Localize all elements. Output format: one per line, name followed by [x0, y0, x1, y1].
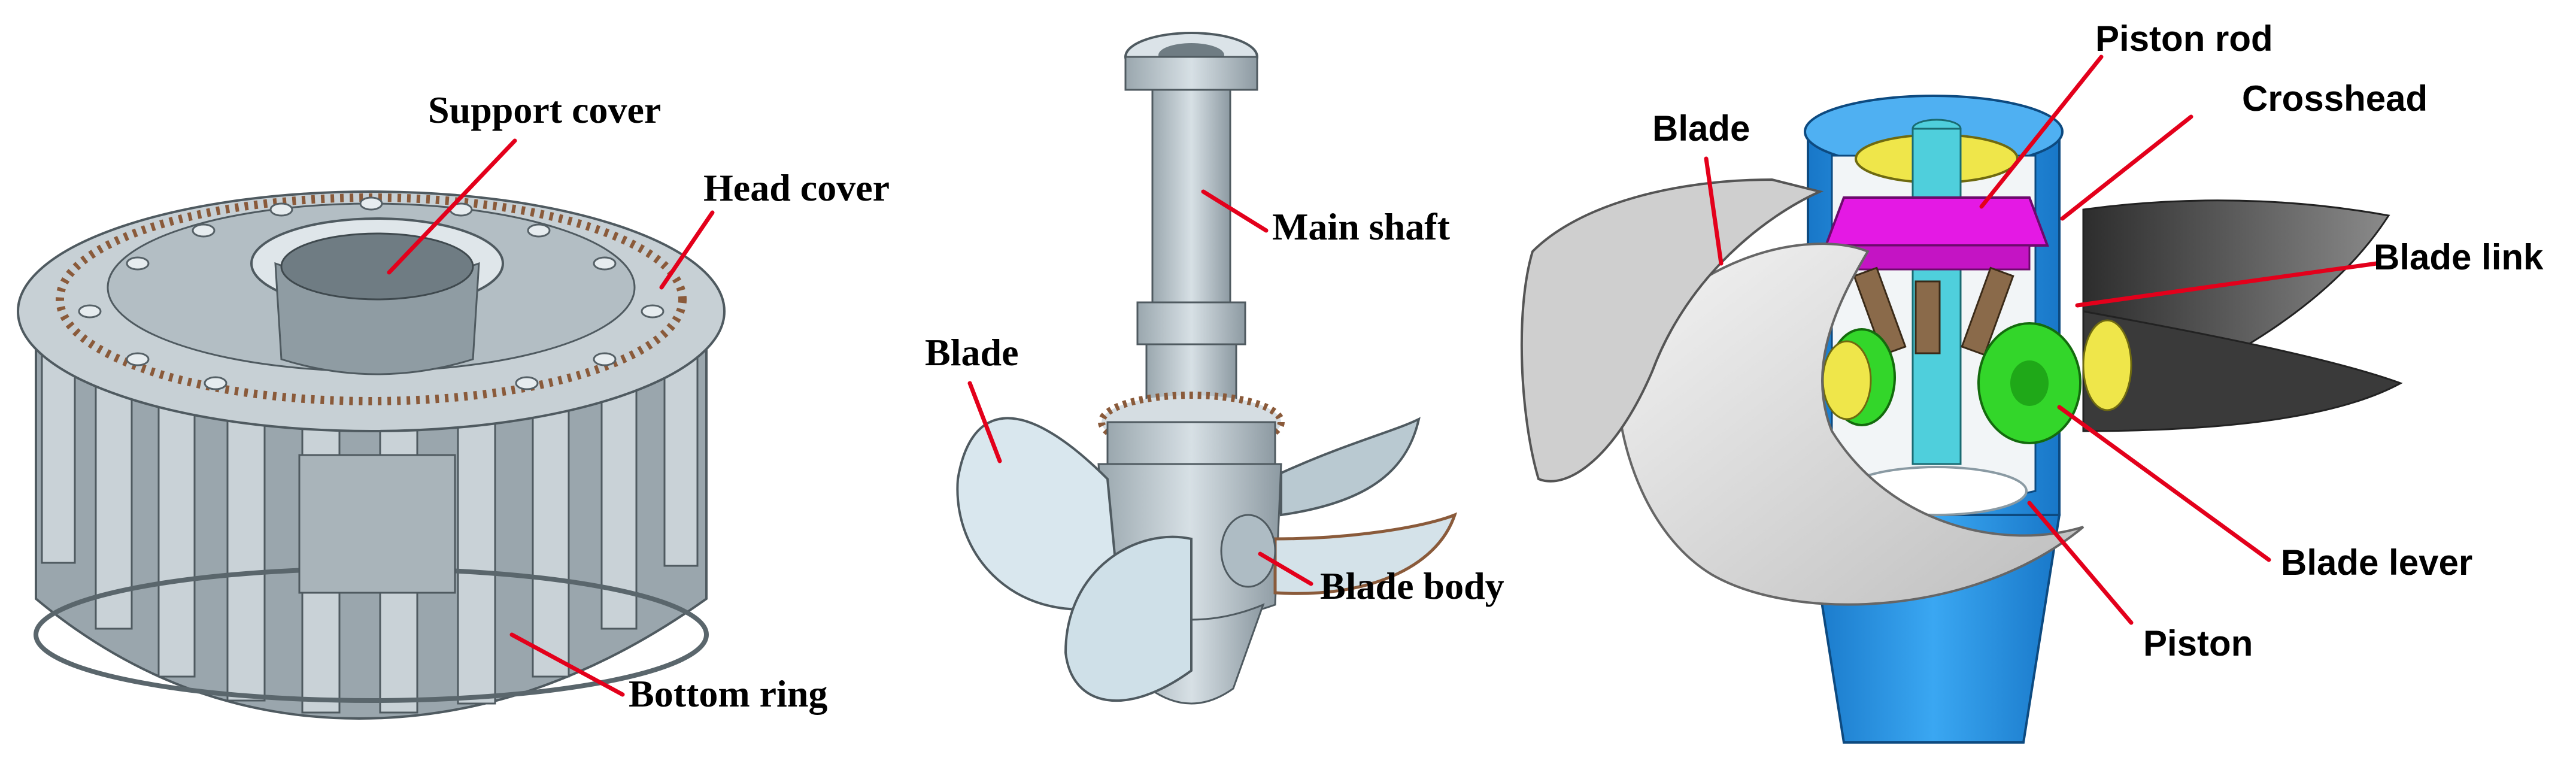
label-blade-lever: Blade lever [2281, 542, 2472, 583]
label-bottom-ring: Bottom ring [629, 672, 827, 715]
middle-blade-right-top [1280, 417, 1421, 517]
leader-blade-body [1258, 551, 1313, 586]
leader-support-cover [387, 138, 517, 275]
leader-blade-right [1704, 156, 1724, 266]
label-blade-middle: Blade [925, 331, 1018, 374]
blade-lever-far-right [2082, 319, 2132, 411]
leader-blade-middle [967, 381, 1002, 463]
left-assembly [17, 190, 726, 720]
leader-blade-lever [2057, 405, 2271, 562]
crosshead-ring [1846, 244, 2031, 271]
label-blade-body: Blade body [1320, 565, 1504, 607]
label-blade-right: Blade [1652, 108, 1750, 148]
leader-crosshead [2060, 114, 2193, 221]
blade-links [1853, 266, 2014, 356]
leader-lines [387, 54, 2379, 697]
label-main-shaft: Main shaft [1272, 205, 1451, 248]
central-hub [298, 454, 456, 594]
label-blade-link: Blade link [2374, 237, 2544, 277]
crosshead-plate [1824, 196, 2049, 247]
blade-boss [1220, 514, 1276, 588]
middle-blade-front [1064, 535, 1193, 702]
shaft-flange-side [1124, 56, 1258, 91]
middle-blade-left [956, 417, 1121, 611]
right-blade-dark-lower [2082, 310, 2403, 432]
leader-head-cover [659, 210, 715, 290]
stay-vanes [41, 334, 699, 714]
middle-blade-right-low [1273, 512, 1458, 595]
shaft-collar [1136, 301, 1246, 345]
label-head-cover: Head cover [703, 166, 890, 209]
label-support-cover: Support cover [428, 89, 661, 131]
support-cover-opening [280, 232, 474, 301]
right-blade-front [1615, 242, 2085, 606]
label-piston: Piston [2143, 623, 2253, 663]
blade-lever-right-boss [2010, 360, 2049, 406]
middle-assembly [956, 32, 1458, 705]
right-assembly [1520, 95, 2403, 744]
label-piston-rod: Piston rod [2095, 19, 2273, 59]
right-blade-back [1520, 178, 1824, 483]
leader-piston-rod [1979, 54, 2104, 209]
labels: Support cover Head cover Bottom ring Mai… [428, 19, 2544, 715]
bolt-holes [78, 196, 665, 390]
leader-piston [2027, 501, 2134, 625]
main-shaft-body [1151, 89, 1231, 307]
blade-lever-left-face [1822, 340, 1872, 420]
runner-flange [1106, 421, 1276, 465]
leader-blade-link [2075, 261, 2379, 308]
label-crosshead: Crosshead [2242, 78, 2428, 119]
leader-bottom-ring [509, 632, 625, 697]
leader-main-shaft [1201, 189, 1269, 233]
